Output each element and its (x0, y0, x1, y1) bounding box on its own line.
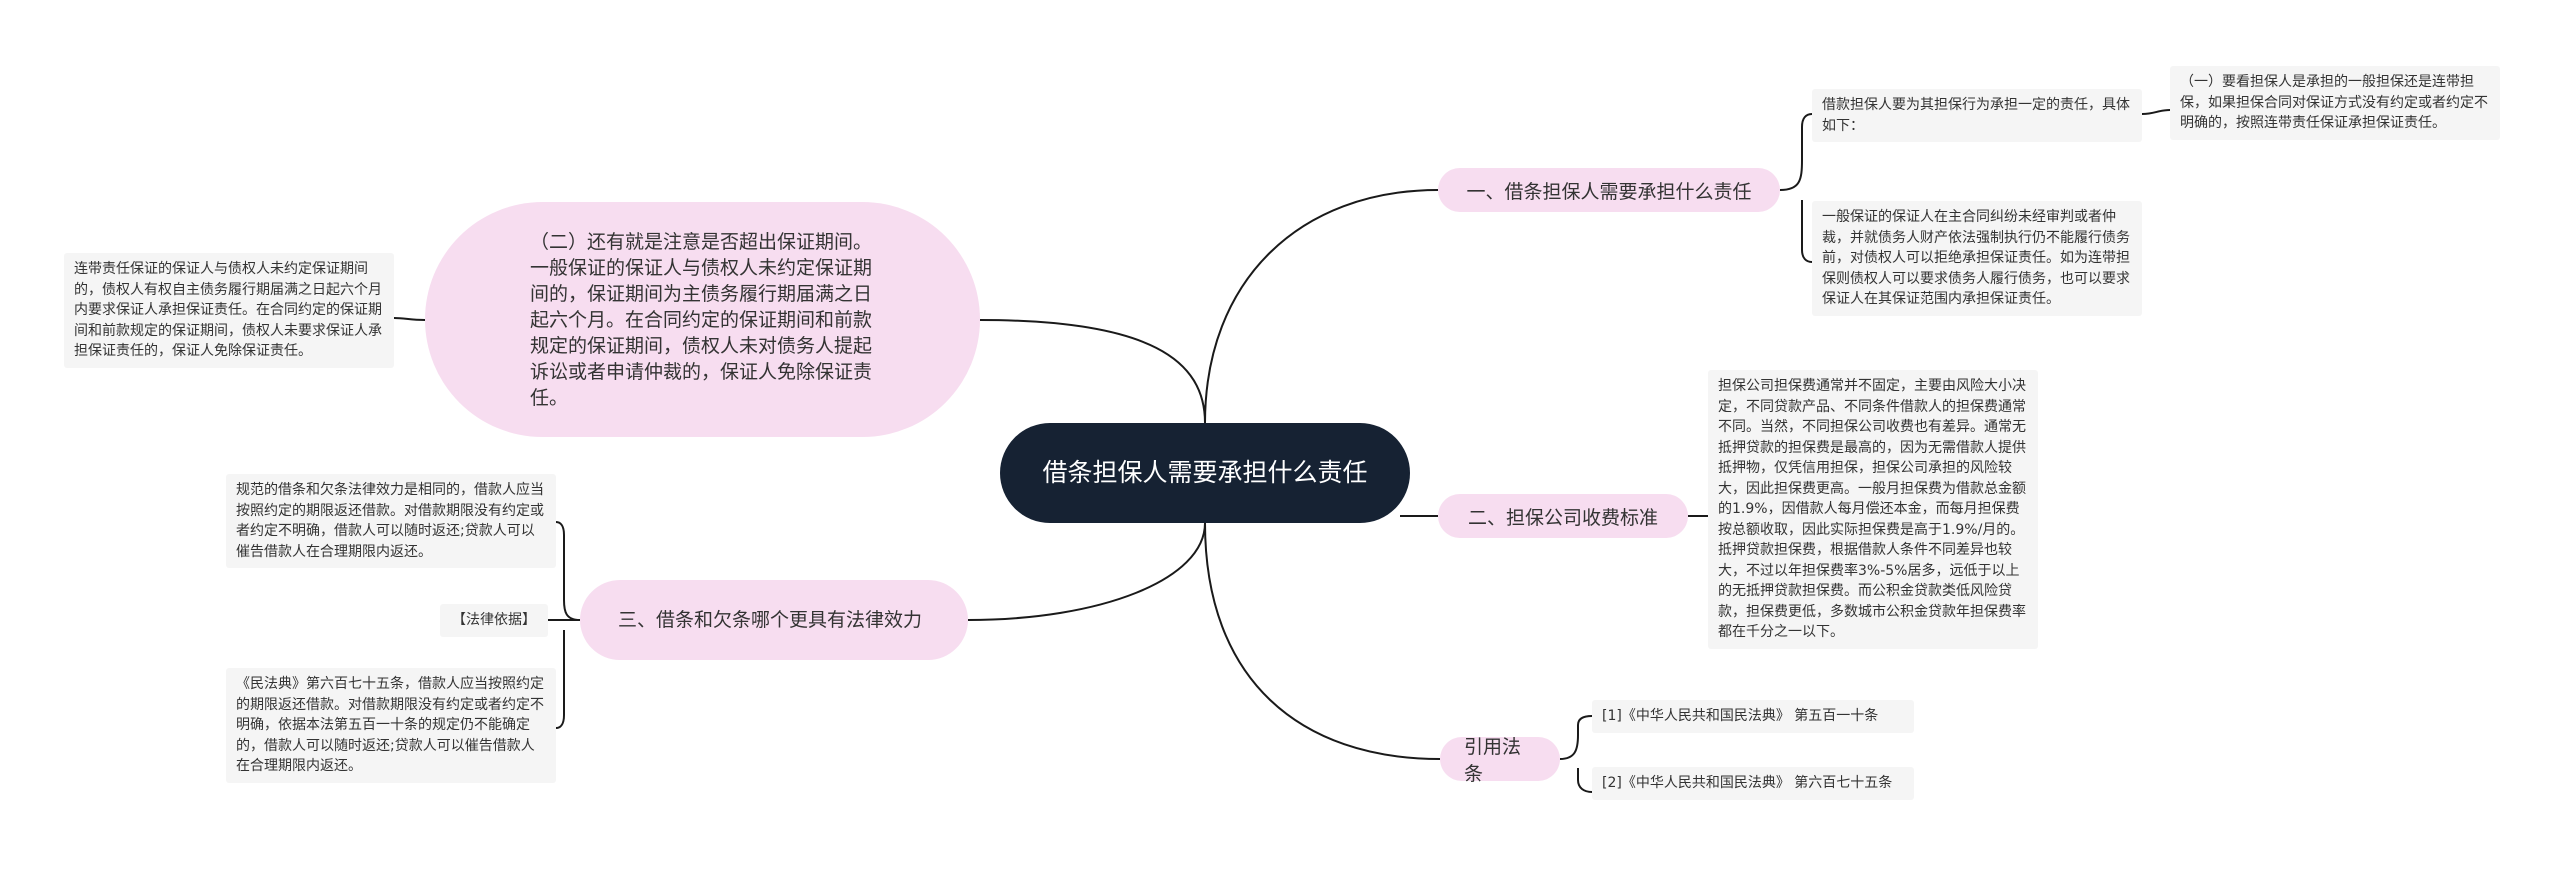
link-b3-bracket-2 (1577, 768, 1593, 793)
leaf-text: 【法律依据】 (452, 612, 536, 628)
leaf-text: 担保公司担保费通常并不固定，主要由风险大小决定，不同贷款产品、不同条件借款人的担… (1718, 378, 2026, 640)
leaf-text: （一）要看担保人是承担的一般担保还是连带担保，如果担保合同对保证方式没有约定或者… (2180, 74, 2488, 131)
link-b3-bracket (1559, 715, 1593, 760)
branch-label: 引用法条 (1464, 736, 1522, 785)
leaf-text: 规范的借条和欠条法律效力是相同的，借款人应当按照约定的期限返还借款。对借款期限没… (236, 482, 544, 560)
branch-cited-laws[interactable]: 引用法条 (1440, 736, 1560, 785)
branch-guarantor-liability[interactable]: 一、借条担保人需要承担什么责任 (1438, 168, 1780, 212)
leaf-text: 一般保证的保证人在主合同纠纷未经审判或者仲裁，并就债务人财产依法强制执行仍不能履… (1822, 209, 2130, 307)
branch-label: 三、借条和欠条哪个更具有法律效力 (618, 609, 923, 631)
leaf-text: 借款担保人要为其担保行为承担一定的责任，具体如下： (1822, 97, 2130, 134)
leaf-civil-code-675[interactable]: 《民法典》第六百七十五条，借款人应当按照约定的期限返还借款。对借款期限没有约定或… (226, 668, 556, 783)
leaf-fee-details[interactable]: 担保公司担保费通常并不固定，主要由风险大小决定，不同贷款产品、不同条件借款人的担… (1708, 370, 2038, 649)
root-topic[interactable]: 借条担保人需要承担什么责任 (1000, 423, 1410, 523)
root-topic-label: 借条担保人需要承担什么责任 (1042, 458, 1368, 487)
branch-iou-validity[interactable]: 三、借条和欠条哪个更具有法律效力 (580, 580, 968, 660)
leaf-liability-intro[interactable]: 借款担保人要为其担保行为承担一定的责任，具体如下： (1812, 89, 2142, 142)
branch-label: 二、担保公司收费标准 (1467, 506, 1658, 529)
leaf-general-guarantee[interactable]: 一般保证的保证人在主合同纠纷未经审判或者仲裁，并就债务人财产依法强制执行仍不能履… (1812, 201, 2142, 316)
link-root-b4 (967, 522, 1206, 621)
link-b4-bracket (555, 521, 581, 621)
link-b1-bracket-2 (1801, 200, 1813, 263)
branch-label: （二）还有就是注意是否超出保证期间。一般保证的保证人与债权人未约定保证期间的，保… (530, 230, 873, 409)
leaf-text: [2]《中华人民共和国民法典》 第六百七十五条 (1602, 775, 1893, 791)
leaf-iou-same-validity[interactable]: 规范的借条和欠条法律效力是相同的，借款人应当按照约定的期限返还借款。对借款期限没… (226, 474, 556, 568)
branch-fee-standard[interactable]: 二、担保公司收费标准 (1438, 494, 1688, 538)
link-l1a-l1c (2141, 109, 2171, 115)
link-root-b1 (1204, 189, 1439, 424)
leaf-joint-guarantee-period[interactable]: 连带责任保证的保证人与债权人未约定保证期间的，债权人有权自主债务履行期届满之日起… (64, 253, 394, 368)
link-root-big (979, 319, 1206, 424)
leaf-legal-basis[interactable]: 【法律依据】 (440, 604, 548, 637)
branch-label: 一、借条担保人需要承担什么责任 (1466, 180, 1752, 203)
link-b1-bracket (1779, 113, 1813, 191)
leaf-guarantee-type[interactable]: （一）要看担保人是承担的一般担保还是连带担保，如果担保合同对保证方式没有约定或者… (2170, 66, 2500, 140)
leaf-law-675[interactable]: [2]《中华人民共和国民法典》 第六百七十五条 (1592, 767, 1914, 800)
link-root-b3 (1204, 522, 1441, 760)
leaf-text: 《民法典》第六百七十五条，借款人应当按照约定的期限返还借款。对借款期限没有约定或… (236, 676, 544, 774)
leaf-law-510[interactable]: [1]《中华人民共和国民法典》 第五百一十条 (1592, 700, 1914, 733)
link-big-l5 (393, 317, 426, 321)
link-b4-bracket-2 (555, 630, 565, 729)
branch-guarantee-period[interactable]: （二）还有就是注意是否超出保证期间。一般保证的保证人与债权人未约定保证期间的，保… (425, 202, 980, 437)
leaf-text: [1]《中华人民共和国民法典》 第五百一十条 (1602, 708, 1879, 724)
leaf-text: 连带责任保证的保证人与债权人未约定保证期间的，债权人有权自主债务履行期届满之日起… (74, 261, 382, 359)
